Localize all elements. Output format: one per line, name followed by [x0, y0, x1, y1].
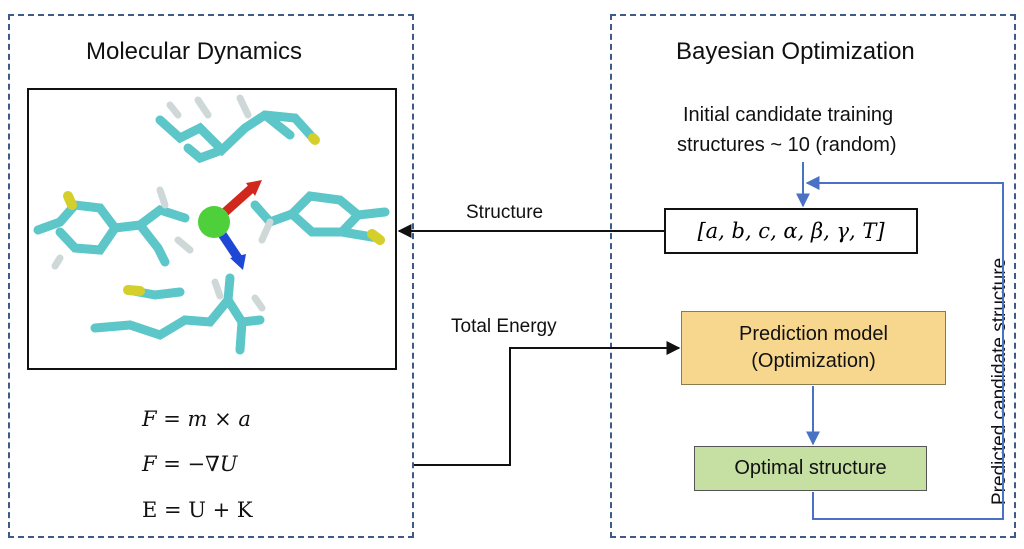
molecule-right: [250, 191, 390, 245]
equation-energy: E = U + K: [142, 498, 253, 522]
prediction-model-line2: (Optimization): [751, 350, 876, 372]
bo-panel: [610, 14, 1016, 538]
optimal-structure-box: Optimal structure: [694, 446, 927, 491]
molecule-top: [155, 94, 320, 164]
prediction-model-line1: Prediction model: [739, 323, 888, 345]
bo-panel-title: Bayesian Optimization: [676, 38, 915, 65]
total-energy-arrow: [414, 341, 681, 466]
molecule-bottom: [90, 273, 266, 355]
structure-arrow-label: Structure: [466, 202, 544, 223]
initial-candidate-line1: Initial candidate training: [683, 104, 894, 126]
parameter-vector-box: [a, b, c, α, β, γ, T]: [664, 208, 918, 254]
md-panel-title: Molecular Dynamics: [86, 38, 303, 65]
total-energy-arrow-label: Total Energy: [451, 316, 557, 337]
molecule-left: [33, 186, 194, 270]
equation-force-potential: F = −∇U: [142, 452, 238, 476]
blue-vector-head: [230, 254, 246, 270]
loop-back-arrow: [805, 176, 1004, 520]
center-atom: [198, 206, 230, 238]
red-vector-head: [246, 180, 262, 196]
initial-candidate-line2: structures ~ 10 (random): [677, 134, 897, 156]
prediction-model-box: Prediction model (Optimization): [681, 311, 946, 385]
equation-newton: F = m × a: [142, 407, 251, 431]
md-panel: [8, 14, 414, 538]
